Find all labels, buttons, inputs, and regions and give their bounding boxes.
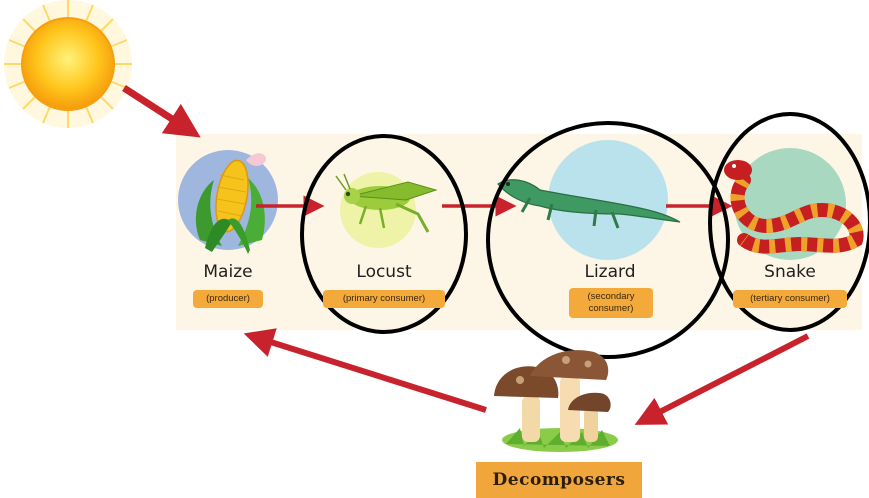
sun-icon: [4, 0, 132, 128]
decomposers-label: Decomposers: [476, 462, 642, 498]
locust-label: Locust: [324, 262, 444, 282]
maize-role-tag: (producer): [193, 290, 263, 308]
sun-to-maize-arrow: [124, 88, 186, 128]
lizard-role-tag: (secondary consumer): [569, 288, 653, 318]
decomposers-to-maize-arrow: [258, 338, 486, 410]
snake-to-decomposers-arrow: [648, 336, 808, 418]
snake-label: Snake: [742, 262, 838, 282]
snake-role-tag: (tertiary consumer): [733, 290, 847, 308]
mushroom-icon: [494, 350, 618, 452]
maize-label: Maize: [186, 262, 270, 282]
locust-role-tag: (primary consumer): [323, 290, 445, 308]
lizard-label: Lizard: [560, 262, 660, 282]
